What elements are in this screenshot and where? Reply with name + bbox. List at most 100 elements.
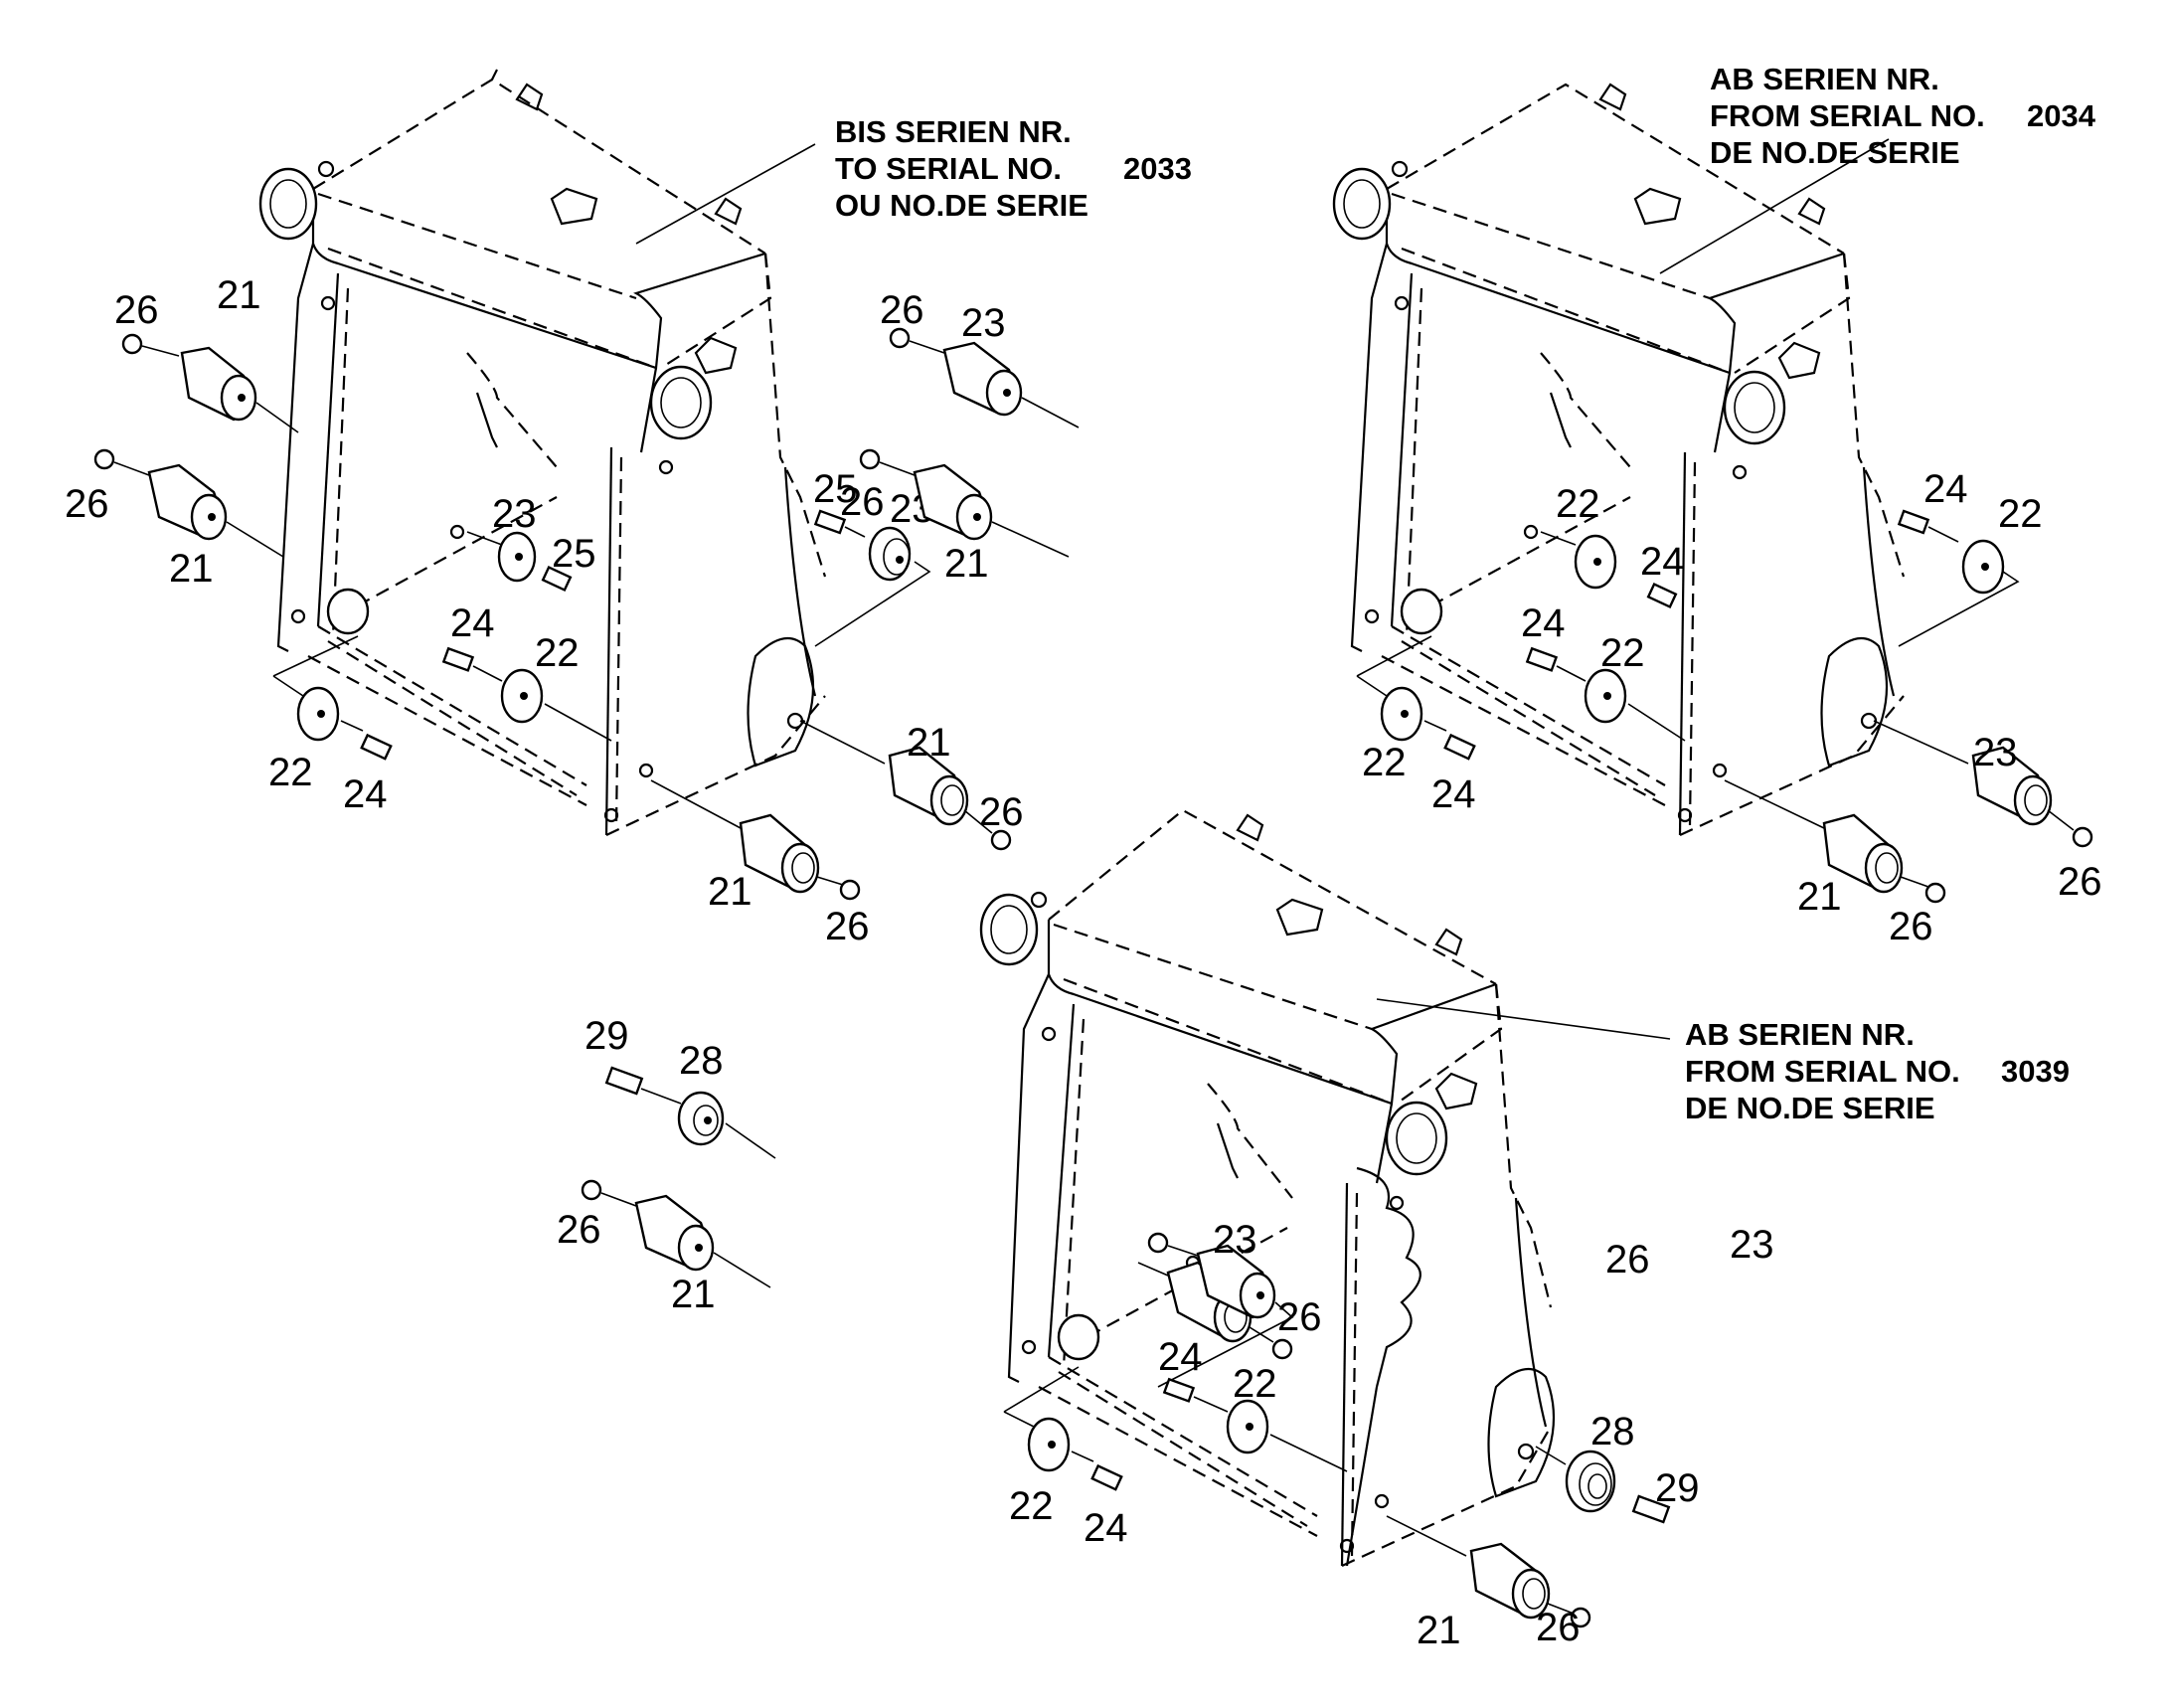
serial-number: 2034	[2027, 98, 2096, 133]
leader-line-bottom	[1376, 998, 1671, 1040]
part-number: 22	[1998, 492, 2043, 536]
bolt-icon	[1443, 733, 1476, 761]
part-number: 24	[450, 601, 495, 645]
serial-label-line: AB SERIEN NR.	[1685, 1017, 1915, 1052]
bore-right-bottom	[1400, 588, 1443, 635]
frame-right	[1332, 83, 1906, 837]
bolt-icon	[1646, 582, 1678, 609]
part-number: 26	[825, 905, 870, 948]
part-number: 25	[813, 467, 858, 511]
part-number: 26	[1536, 1606, 1581, 1649]
part-number: 21	[708, 870, 752, 914]
part-number: 22	[1556, 482, 1600, 526]
nut-icon	[93, 448, 115, 470]
pivot-tube-left-side	[649, 365, 713, 440]
part-number: 26	[557, 1208, 601, 1252]
assembly-bottom: AB SERIEN NR. FROM SERIAL NO. 3039 DE NO…	[557, 808, 2070, 1652]
part-number: 26	[65, 482, 109, 526]
part-number: 26	[840, 480, 885, 524]
spacer-icon	[1565, 1450, 1616, 1513]
serial-label-line: DE NO.DE SERIE	[1685, 1091, 1935, 1125]
serial-label-right: AB SERIEN NR. FROM SERIAL NO. 2034 DE NO…	[1710, 62, 2096, 170]
part-number: 26	[1277, 1295, 1322, 1339]
spacer-icon	[677, 1091, 725, 1146]
bolt-icon	[441, 646, 475, 672]
part-number: 29	[585, 1014, 629, 1058]
parts-right	[859, 327, 2093, 904]
part-number: 21	[1417, 1609, 1461, 1652]
parts-bottom	[581, 1066, 1671, 1628]
bolt-icon	[1162, 1377, 1196, 1403]
part-number: 24	[1084, 1506, 1128, 1550]
part-number: 21	[217, 273, 261, 317]
part-number: 21	[944, 542, 989, 586]
part-number: 21	[671, 1273, 716, 1316]
leader-line-right	[1659, 138, 1890, 274]
nut-icon	[1271, 1338, 1293, 1360]
bore-left-bottom	[326, 588, 370, 635]
part-number: 26	[979, 790, 1024, 834]
serial-label-line: FROM SERIAL NO.	[1710, 98, 1985, 133]
frame-bottom	[979, 808, 1556, 1568]
serial-label-line: TO SERIAL NO.	[835, 151, 1062, 186]
part-number: 25	[552, 532, 596, 576]
assembly-right: AB SERIEN NR. FROM SERIAL NO. 2034 DE NO…	[840, 62, 2102, 948]
leader-line-left	[635, 143, 816, 245]
part-numbers-left: 26 21 26 21 23 25 25 23 24 22 22 24 21 2…	[65, 273, 1024, 948]
frame-left	[258, 69, 827, 836]
part-number: 21	[169, 547, 214, 591]
part-number: 28	[679, 1039, 724, 1083]
bolt-icon	[1090, 1463, 1123, 1491]
pivot-tube-right-top	[1332, 167, 1392, 241]
part-number: 23	[1730, 1223, 1774, 1267]
bolt-icon	[541, 565, 573, 593]
part-number: 26	[1605, 1238, 1650, 1281]
part-number: 23	[492, 492, 537, 536]
bolt-icon	[604, 1066, 644, 1096]
part-number: 23	[961, 301, 1006, 345]
part-number: 24	[1521, 601, 1566, 645]
parts-left	[93, 333, 1012, 901]
serial-label-line: AB SERIEN NR.	[1710, 62, 1939, 96]
nut-icon	[859, 448, 881, 470]
part-number: 22	[1233, 1362, 1277, 1406]
part-number: 28	[1590, 1410, 1635, 1453]
bolt-icon	[813, 509, 847, 535]
part-number: 24	[1431, 772, 1476, 816]
serial-number: 3039	[2001, 1054, 2070, 1089]
bolt-icon	[1897, 509, 1930, 535]
part-number: 24	[343, 772, 388, 816]
part-number: 22	[1600, 631, 1645, 675]
assembly-left: BIS SERIEN NR. TO SERIAL NO. 2033 OU NO.…	[65, 69, 1192, 948]
serial-label-line: DE NO.DE SERIE	[1710, 135, 1960, 170]
nut-icon	[839, 879, 861, 901]
part-number: 24	[1640, 540, 1685, 584]
nut-icon	[581, 1179, 602, 1201]
part-number: 26	[114, 288, 159, 332]
nut-icon	[121, 333, 143, 355]
serial-label-bottom: AB SERIEN NR. FROM SERIAL NO. 3039 DE NO…	[1685, 1017, 2070, 1125]
part-numbers-right: 26 23 26 21 22 24 24 22 24 22 22 24 23 2…	[840, 288, 2102, 948]
part-number: 29	[1655, 1466, 1700, 1510]
nut-icon	[1147, 1232, 1169, 1254]
part-numbers-bottom: 29 28 26 21 23 26 26 23 24 22 22 24 28 2…	[557, 1014, 1774, 1652]
part-number: 26	[1889, 905, 1933, 948]
nut-icon	[2072, 826, 2093, 848]
bolt-icon	[1631, 1494, 1671, 1524]
bolt-icon	[360, 733, 393, 761]
pivot-tube-bottom-side	[1385, 1101, 1448, 1176]
serial-label-line: OU NO.DE SERIE	[835, 188, 1088, 223]
part-number: 22	[1009, 1484, 1054, 1528]
pivot-tube-bottom-top	[979, 893, 1039, 966]
part-number: 21	[907, 721, 951, 765]
pivot-tube-left-top	[258, 167, 318, 241]
part-number: 24	[1158, 1335, 1203, 1379]
serial-label-line: FROM SERIAL NO.	[1685, 1054, 1960, 1089]
serial-number: 2033	[1123, 151, 1192, 186]
nut-icon	[1924, 882, 1946, 904]
part-number: 26	[880, 288, 924, 332]
pivot-tube-right-side	[1723, 370, 1786, 445]
nut-icon	[990, 829, 1012, 851]
serial-label-left: BIS SERIEN NR. TO SERIAL NO. 2033 OU NO.…	[835, 114, 1192, 223]
